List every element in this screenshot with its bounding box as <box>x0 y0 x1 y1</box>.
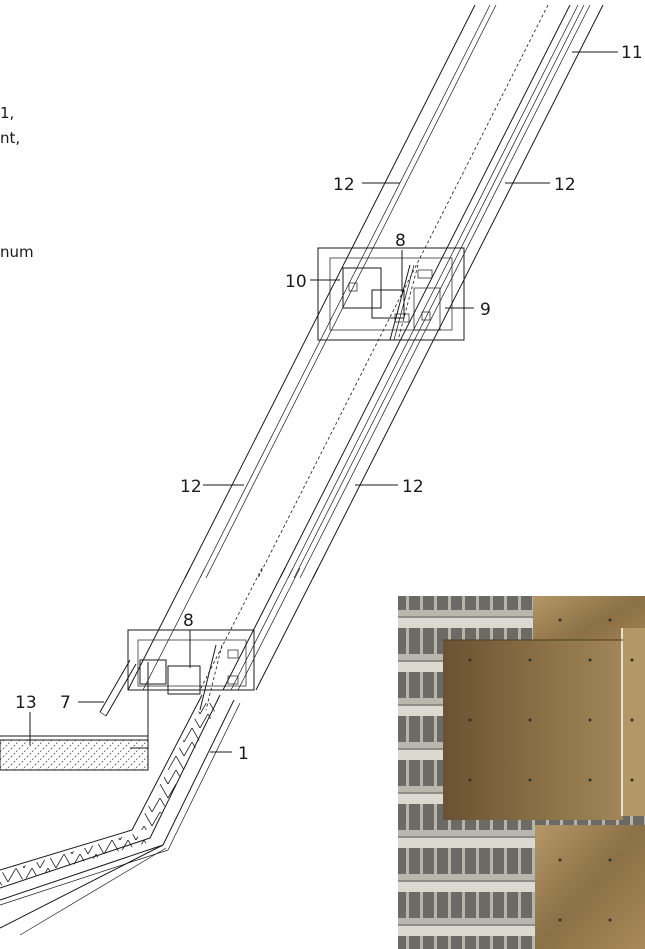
callout-9: 9 <box>480 300 491 320</box>
lower-joint-detail <box>127 629 255 711</box>
facade-photo <box>398 596 645 949</box>
callout-12-d: 12 <box>402 477 424 497</box>
callout-11: 11 <box>621 43 643 63</box>
lower-mullion-lines <box>127 567 319 691</box>
callout-7: 7 <box>60 693 71 713</box>
callout-13: 13 <box>15 693 37 713</box>
bracket-profile <box>99 659 149 749</box>
folded-cladding <box>0 694 241 936</box>
callout-10: 10 <box>285 272 307 292</box>
callout-12-b: 12 <box>554 175 576 195</box>
callout-8-b: 8 <box>183 611 194 631</box>
text-fragment-1: 1, <box>0 104 14 122</box>
upper-mullion-lines <box>184 4 604 579</box>
insulation-slab <box>0 735 149 771</box>
callout-12-a: 12 <box>333 175 355 195</box>
callouts: 11 12 12 10 8 9 12 12 8 13 7 1 <box>15 43 643 764</box>
callout-1: 1 <box>238 744 249 764</box>
middle-joint-detail <box>317 247 465 341</box>
text-fragment-2: nt, <box>0 129 20 147</box>
callout-12-c: 12 <box>180 477 202 497</box>
text-fragment-3: num <box>0 243 34 261</box>
callout-8-a: 8 <box>395 231 406 251</box>
